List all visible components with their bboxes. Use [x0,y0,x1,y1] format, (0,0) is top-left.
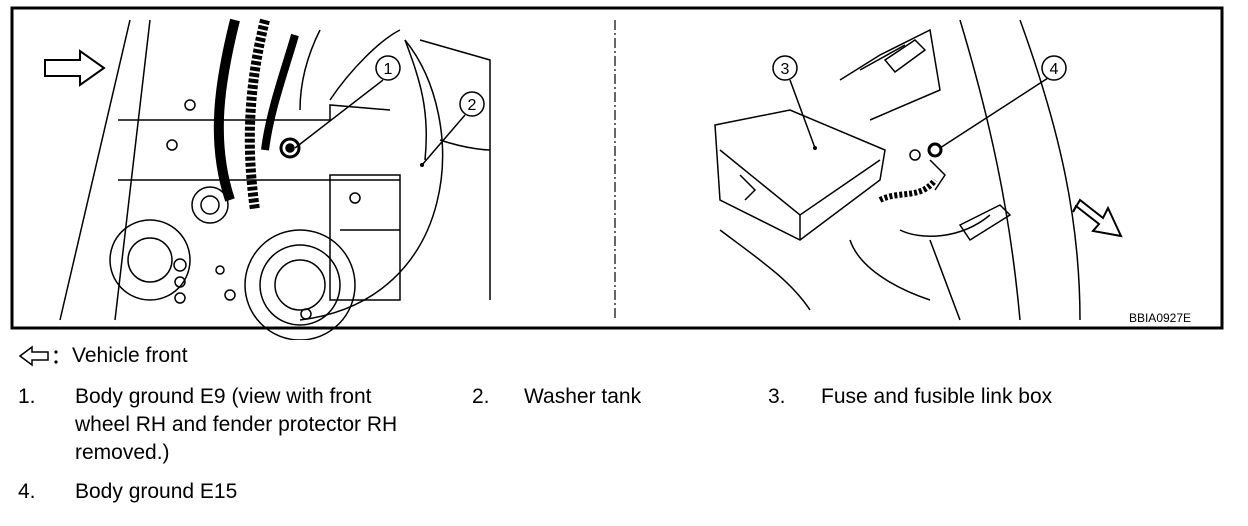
callout-4: 4 [939,55,1067,149]
list-item-4: 4. Body ground E15 [18,478,318,508]
item-text-line: Fuse and fusible link box [821,385,1053,408]
right-panel-drawing [714,19,1123,321]
figure-frame [10,6,1224,330]
item-text-line: Body ground E9 (view with front [75,385,372,408]
figure-code: BBIA0927E [1129,311,1191,325]
item-text-line: Washer tank [524,385,642,408]
item-text-line: removed.) [75,441,170,464]
callout-2: 2 [420,91,485,167]
callout-3-label: 3 [781,61,790,78]
list-item-1: 1. Body ground E9 (view with front wheel… [18,383,458,471]
item-text-line: Body ground E15 [75,480,238,503]
item-number: 3. [768,385,786,408]
item-number: 2. [472,385,490,408]
callout-4-label: 4 [1050,61,1059,78]
legend-text: Vehicle front [72,344,188,367]
list-item-3: 3. Fuse and fusible link box [768,383,1128,413]
legend-row: Vehicle front [18,340,188,372]
left-panel-drawing [44,18,491,340]
direction-arrow-icon [1072,198,1123,238]
vehicle-front-arrow-icon [44,49,106,87]
callout-1: 1 [294,55,401,149]
callout-3: 3 [772,55,817,150]
item-text-line: wheel RH and fender protector RH [75,413,398,436]
diagram-figure: 1 2 3 [10,6,1224,340]
callout-1-label: 1 [384,61,393,78]
item-number: 4. [18,480,36,503]
hollow-arrow-left-icon [18,345,58,367]
list-item-2: 2. Washer tank [472,383,722,413]
callout-2-label: 2 [468,97,477,114]
item-number: 1. [18,385,36,408]
